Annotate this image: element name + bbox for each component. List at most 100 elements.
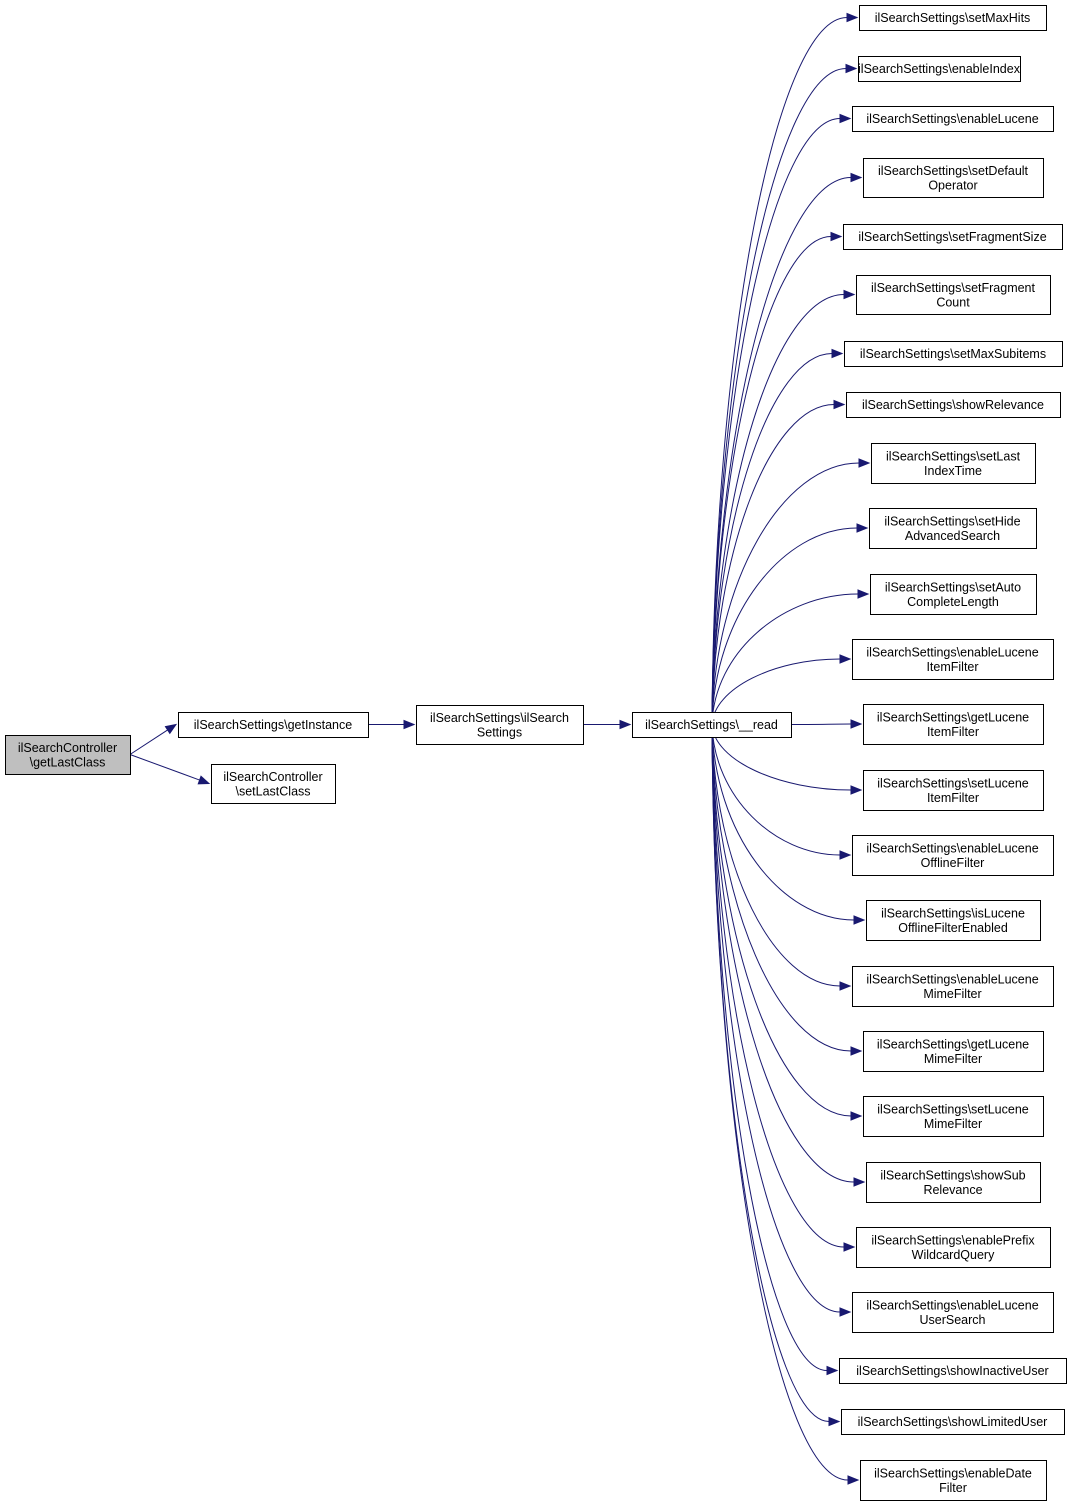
edge-read-to-setLastIndexTime <box>711 462 860 725</box>
arrowhead-setLastClass <box>197 775 211 785</box>
node-box[interactable] <box>863 770 1044 811</box>
node-getInstance[interactable]: ilSearchSettings\getInstance <box>178 712 369 738</box>
node-box[interactable] <box>178 712 369 738</box>
node-label-line: Count <box>936 295 970 309</box>
node-box[interactable] <box>211 764 336 804</box>
node-enableLucene[interactable]: ilSearchSettings\enableLucene <box>852 106 1054 132</box>
node-showLimitedUser[interactable]: ilSearchSettings\showLimitedUser <box>841 1409 1065 1435</box>
node-isLuceneOfflineFilterEnabled[interactable]: ilSearchSettings\isLuceneOfflineFilterEn… <box>866 900 1041 941</box>
node-box[interactable] <box>858 56 1021 82</box>
node-box[interactable] <box>863 704 1044 745</box>
node-enableIndex[interactable]: ilSearchSettings\enableIndex <box>858 56 1021 82</box>
node-box[interactable] <box>852 106 1054 132</box>
node-setMaxSubitems[interactable]: ilSearchSettings\setMaxSubitems <box>844 341 1063 367</box>
edge-read-to-enableDateFilter <box>711 724 849 1481</box>
arrowhead-isLuceneOfflineFilterEnabled <box>853 915 866 925</box>
arrowhead-showInactiveUser <box>826 1365 839 1376</box>
node-read[interactable]: ilSearchSettings\__read <box>632 712 792 738</box>
node-box[interactable] <box>844 341 1063 367</box>
node-label-line: Filter <box>939 1481 967 1495</box>
nodes-layer: ilSearchController\getLastClass ilSearchS… <box>5 5 1067 1501</box>
node-box[interactable] <box>5 735 131 775</box>
node-box[interactable] <box>863 158 1044 198</box>
node-box[interactable] <box>870 574 1037 615</box>
node-label-line: ilSearchSettings\enableLucene <box>866 112 1038 126</box>
node-box[interactable] <box>841 1409 1065 1435</box>
node-box[interactable] <box>843 224 1063 250</box>
node-box[interactable] <box>856 275 1051 315</box>
node-label-line: ilSearchSettings\enableLucene <box>866 645 1038 659</box>
node-box[interactable] <box>632 712 792 738</box>
node-box[interactable] <box>856 1227 1051 1268</box>
arrowhead-setHideAdvancedSearch <box>856 523 869 533</box>
node-label-line: ilSearchSettings\getLucene <box>877 710 1029 724</box>
node-label-line: ilSearchSettings\enableDate <box>874 1466 1032 1480</box>
node-box[interactable] <box>866 900 1041 941</box>
node-label-line: IndexTime <box>924 464 982 478</box>
node-label-line: MimeFilter <box>923 987 981 1001</box>
node-label-line: MimeFilter <box>924 1052 982 1066</box>
node-label-line: ilSearchSettings\isLucene <box>881 906 1025 920</box>
node-label-line: ilSearchSettings\getInstance <box>194 718 352 732</box>
node-setFragmentSize[interactable]: ilSearchSettings\setFragmentSize <box>843 224 1063 250</box>
node-box[interactable] <box>869 508 1037 549</box>
arrowhead-enableLuceneItemFilter <box>839 654 852 664</box>
node-showInactiveUser[interactable]: ilSearchSettings\showInactiveUser <box>839 1358 1067 1384</box>
edge-read-to-setFragmentSize <box>711 236 832 725</box>
node-label-line: ilSearchSettings\setDefault <box>878 164 1029 178</box>
node-label-line: ilSearchController <box>18 741 117 755</box>
edge-read-to-setHideAdvancedSearch <box>711 527 858 725</box>
node-box[interactable] <box>860 1460 1047 1501</box>
node-box[interactable] <box>852 1292 1054 1333</box>
node-ctor[interactable]: ilSearchSettings\ilSearchSettings <box>416 705 584 745</box>
node-root[interactable]: ilSearchController\getLastClass <box>5 735 131 775</box>
edge-root-to-setLastClass <box>129 754 200 781</box>
node-label-line: Operator <box>928 178 977 192</box>
node-showRelevance[interactable]: ilSearchSettings\showRelevance <box>846 392 1061 418</box>
node-box[interactable] <box>866 1162 1041 1203</box>
node-box[interactable] <box>863 1096 1044 1137</box>
node-box[interactable] <box>846 392 1061 418</box>
arrowhead-getInstance <box>164 723 178 735</box>
node-setMaxHits[interactable]: ilSearchSettings\setMaxHits <box>859 5 1047 31</box>
node-box[interactable] <box>416 705 584 745</box>
node-box[interactable] <box>859 5 1047 31</box>
node-box[interactable] <box>852 835 1054 876</box>
edge-read-to-setDefaultOperator <box>711 177 852 725</box>
arrowhead-setFragmentSize <box>830 231 843 242</box>
node-label-line: ilSearchSettings\showLimitedUser <box>858 1415 1048 1429</box>
node-box[interactable] <box>871 443 1036 484</box>
arrowhead-setMaxHits <box>846 12 859 23</box>
node-label-line: ItemFilter <box>927 791 979 805</box>
edge-read-to-showSubRelevance <box>711 724 855 1183</box>
node-box[interactable] <box>863 1031 1044 1072</box>
node-label-line: ilSearchSettings\setFragmentSize <box>858 230 1046 244</box>
node-label-line: ilSearchSettings\setLast <box>886 449 1021 463</box>
node-setLastClass[interactable]: ilSearchController\setLastClass <box>211 764 336 804</box>
edge-read-to-enableLuceneUserSearch <box>711 724 841 1313</box>
node-enableLuceneOfflineFilter[interactable]: ilSearchSettings\enableLuceneOfflineFilt… <box>852 835 1054 876</box>
arrowhead-showLimitedUser <box>828 1416 841 1427</box>
arrowhead-setDefaultOperator <box>850 172 863 183</box>
node-enablePrefixWildcardQuery[interactable]: ilSearchSettings\enablePrefixWildcardQue… <box>856 1227 1051 1268</box>
node-label-line: ilSearchSettings\getLucene <box>877 1037 1029 1051</box>
node-label-line: ilSearchSettings\setMaxSubitems <box>860 347 1046 361</box>
node-box[interactable] <box>852 639 1054 680</box>
node-box[interactable] <box>852 966 1054 1007</box>
node-box[interactable] <box>839 1358 1067 1384</box>
